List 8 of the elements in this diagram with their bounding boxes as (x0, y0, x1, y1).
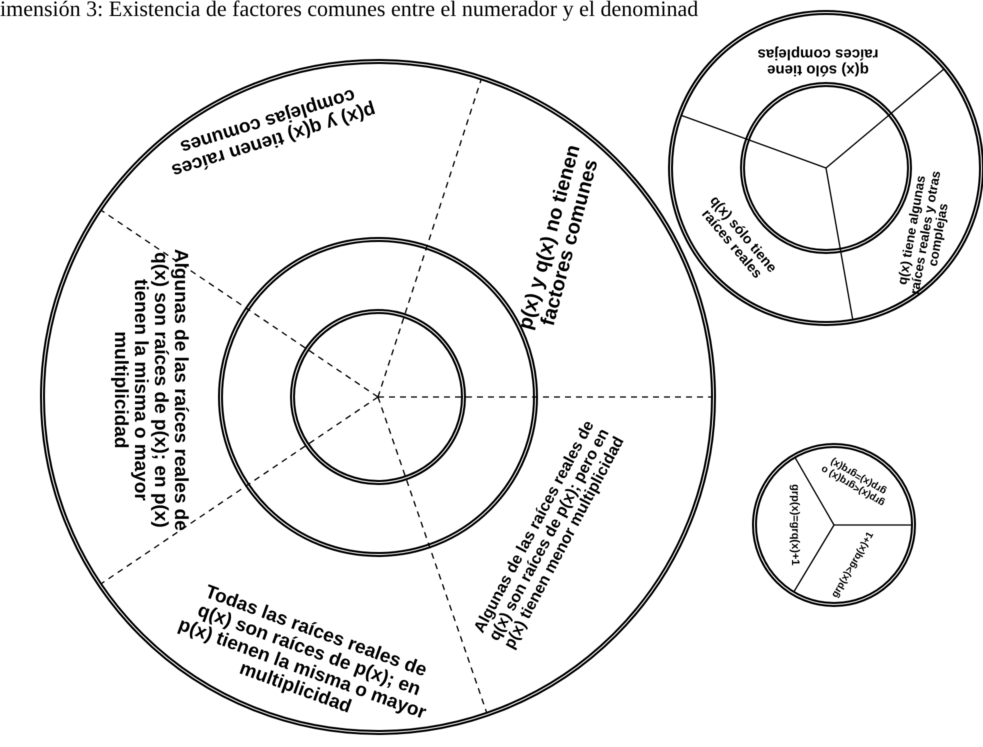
ring-circle (290, 309, 466, 485)
sector-label: q(x) tiene algunas raíces reales y otras complejas (894, 164, 956, 300)
sector-label: Algunas de las raíces reales de q(x) son raíces de p(x); en p(x) tienen la misma o mayor multiplicidad (110, 244, 190, 535)
sector-label: p(x) y q(x) no tienen factores comunes (510, 123, 610, 357)
wheel-circle (752, 443, 916, 607)
diagram-title: imensión 3: Existencia de factores comunes entre el numerador y el denominad (0, 0, 698, 22)
sector-label: q(x) sólo tiene raíces complejas (748, 46, 888, 78)
sector-label: grp(x)=grq(x)+1 (788, 470, 800, 580)
